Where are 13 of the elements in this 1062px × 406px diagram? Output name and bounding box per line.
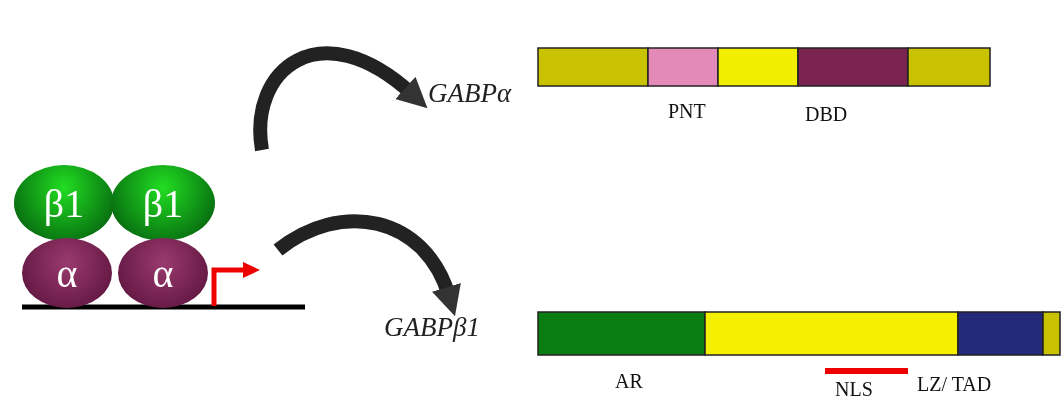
domain-label: AR [615, 370, 643, 393]
gene-name: GABPα [428, 78, 512, 109]
protein-subunit-ellipse: α [118, 238, 208, 308]
protein-subunit-ellipse: β1 [14, 165, 114, 241]
domain-label: PNT [668, 100, 706, 123]
domain-label: LZ/ TAD [917, 373, 992, 396]
curved-arrow [274, 214, 460, 316]
curved-arrow [253, 46, 429, 151]
protein-subunit-ellipse: α [22, 238, 112, 308]
domain-label: DBD [805, 103, 848, 126]
protein-subunit-ellipse: β1 [111, 165, 215, 241]
gene-name: GABPβ1 [384, 312, 480, 343]
domain-label: NLS [835, 378, 873, 401]
